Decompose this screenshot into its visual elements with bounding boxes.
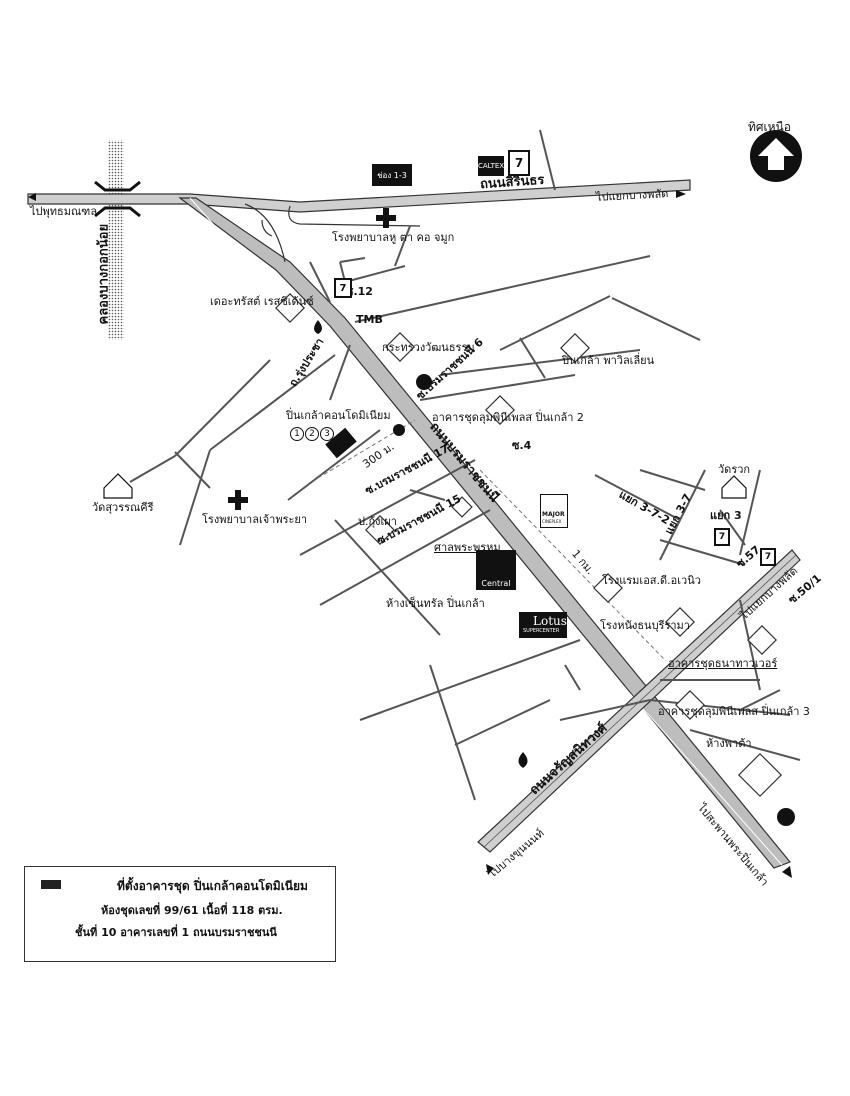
place-hotel-sd: โรงแรมเอส.ดี.อเวนิว <box>602 574 701 587</box>
place-pinklao-condo: ปิ่นเกล้าคอนโดมิเนียม <box>286 409 391 422</box>
logo-seven-eleven-2: 7 <box>334 278 352 298</box>
hospital-cross-icon <box>228 208 396 510</box>
logo-seven-eleven-1: 7 <box>508 150 530 176</box>
place-pinklao-pavilion: ปิ่นเกล้า พาวิลเลี่ยน <box>562 354 655 367</box>
place-por-kung-pao: ป.กุ้งเผา <box>358 515 397 528</box>
condo-badge-2: 2 <box>305 427 319 441</box>
legend-box: ที่ตั้งอาคารชุด ปิ่นเกล้าคอนโดมิเนียม ห้… <box>24 866 336 962</box>
logo-lotus-sub: SUPERCENTER <box>523 628 560 634</box>
place-thonburi-cinema: โรงหนังธนบุรีรามา <box>600 619 690 632</box>
place-condo-tower: อาคารชุดธนาทาวเวอร์ <box>668 657 778 670</box>
legend-line-3: ชั้นที่ 10 อาคารเลขที่ 1 ถนนบรมราชชนนี <box>75 926 277 939</box>
condo-badge-1: 1 <box>290 427 304 441</box>
place-hospital-ent: โรงพยาบาลหู ตา คอ จมูก <box>332 231 455 244</box>
north-arrow-icon <box>750 130 802 182</box>
bank-logo-icon <box>393 374 795 826</box>
road-label-canal: คลองบางกอกน้อย <box>96 223 112 325</box>
place-san-phra-phrom: ศาลพระพรหม <box>434 541 501 554</box>
place-tmb: TMB <box>356 313 383 326</box>
place-lumpini-pinklao3: อาคารชุดลุมพินีเพลส ปิ่นเกล้า 3 <box>658 705 810 718</box>
road-label-soi-12: ซ.12 <box>346 285 373 298</box>
temple-icon <box>103 473 747 499</box>
place-wat-suwanakhiri: วัดสุวรรณคีรี <box>92 501 154 514</box>
logo-major: MAJOR CINEPLEX <box>540 494 568 528</box>
logo-major-text: MAJOR <box>542 511 565 518</box>
logo-seven-eleven-4: 7 <box>760 548 776 566</box>
logo-central: Central <box>476 550 516 590</box>
place-wat-ruak: วัดรวก <box>718 463 751 476</box>
direction-arrows <box>28 190 792 878</box>
road-label-yaek-3: แยก 3 <box>710 509 742 522</box>
minor-roads <box>129 129 801 801</box>
logo-major-sub: CINEPLEX <box>542 519 562 524</box>
building-markers <box>275 293 783 798</box>
legend-line-1: ที่ตั้งอาคารชุด ปิ่นเกล้าคอนโดมิเนียม <box>117 879 308 893</box>
logo-seven-eleven-3: 7 <box>714 528 730 546</box>
bridge-icon <box>94 180 141 218</box>
legend-line-2: ห้องชุดเลขที่ 99/61 เนื้อที่ 118 ตรม. <box>101 904 283 917</box>
logo-lotus: Lotus SUPERCENTER <box>519 612 567 638</box>
place-the-trust: เดอะทรัสต์ เรสซิเด้นซ์ <box>210 295 314 308</box>
north-label: ทิศเหนือ <box>748 120 791 134</box>
logo-caltex: CALTEX <box>478 156 504 176</box>
condo-number-badges: 1 2 3 <box>290 427 334 441</box>
place-pata: ห้างพาต้า <box>706 737 752 750</box>
direction-bang-phlat: ไปแยกบางพลัด <box>595 187 669 204</box>
condo-badge-3: 3 <box>320 427 334 441</box>
gas-station-icon <box>314 320 528 768</box>
place-lumpini-pinklao2: อาคารชุดลุมพินีเพลส ปิ่นเกล้า 2 <box>432 411 584 424</box>
subject-condo-marker <box>325 427 357 459</box>
ramp-curves <box>244 203 421 263</box>
logo-bangkok-bank: ช่อง 1-3 <box>372 164 412 186</box>
place-ministry-culture: กระทรวงวัฒนธรรม <box>382 341 475 354</box>
direction-phutthamonthon: ไปพุทธมณฑล <box>30 205 98 218</box>
legend-swatch <box>41 880 61 889</box>
road-label-soi-4: ซ.4 <box>512 439 532 452</box>
place-chao-phraya-hospital: โรงพยาบาลเจ้าพระยา <box>202 513 308 526</box>
logo-lotus-text: Lotus <box>533 614 567 628</box>
road-charansanitwong <box>477 549 801 853</box>
place-central-pinklao: ห้างเซ็นทรัล ปิ่นเกล้า <box>386 597 485 610</box>
